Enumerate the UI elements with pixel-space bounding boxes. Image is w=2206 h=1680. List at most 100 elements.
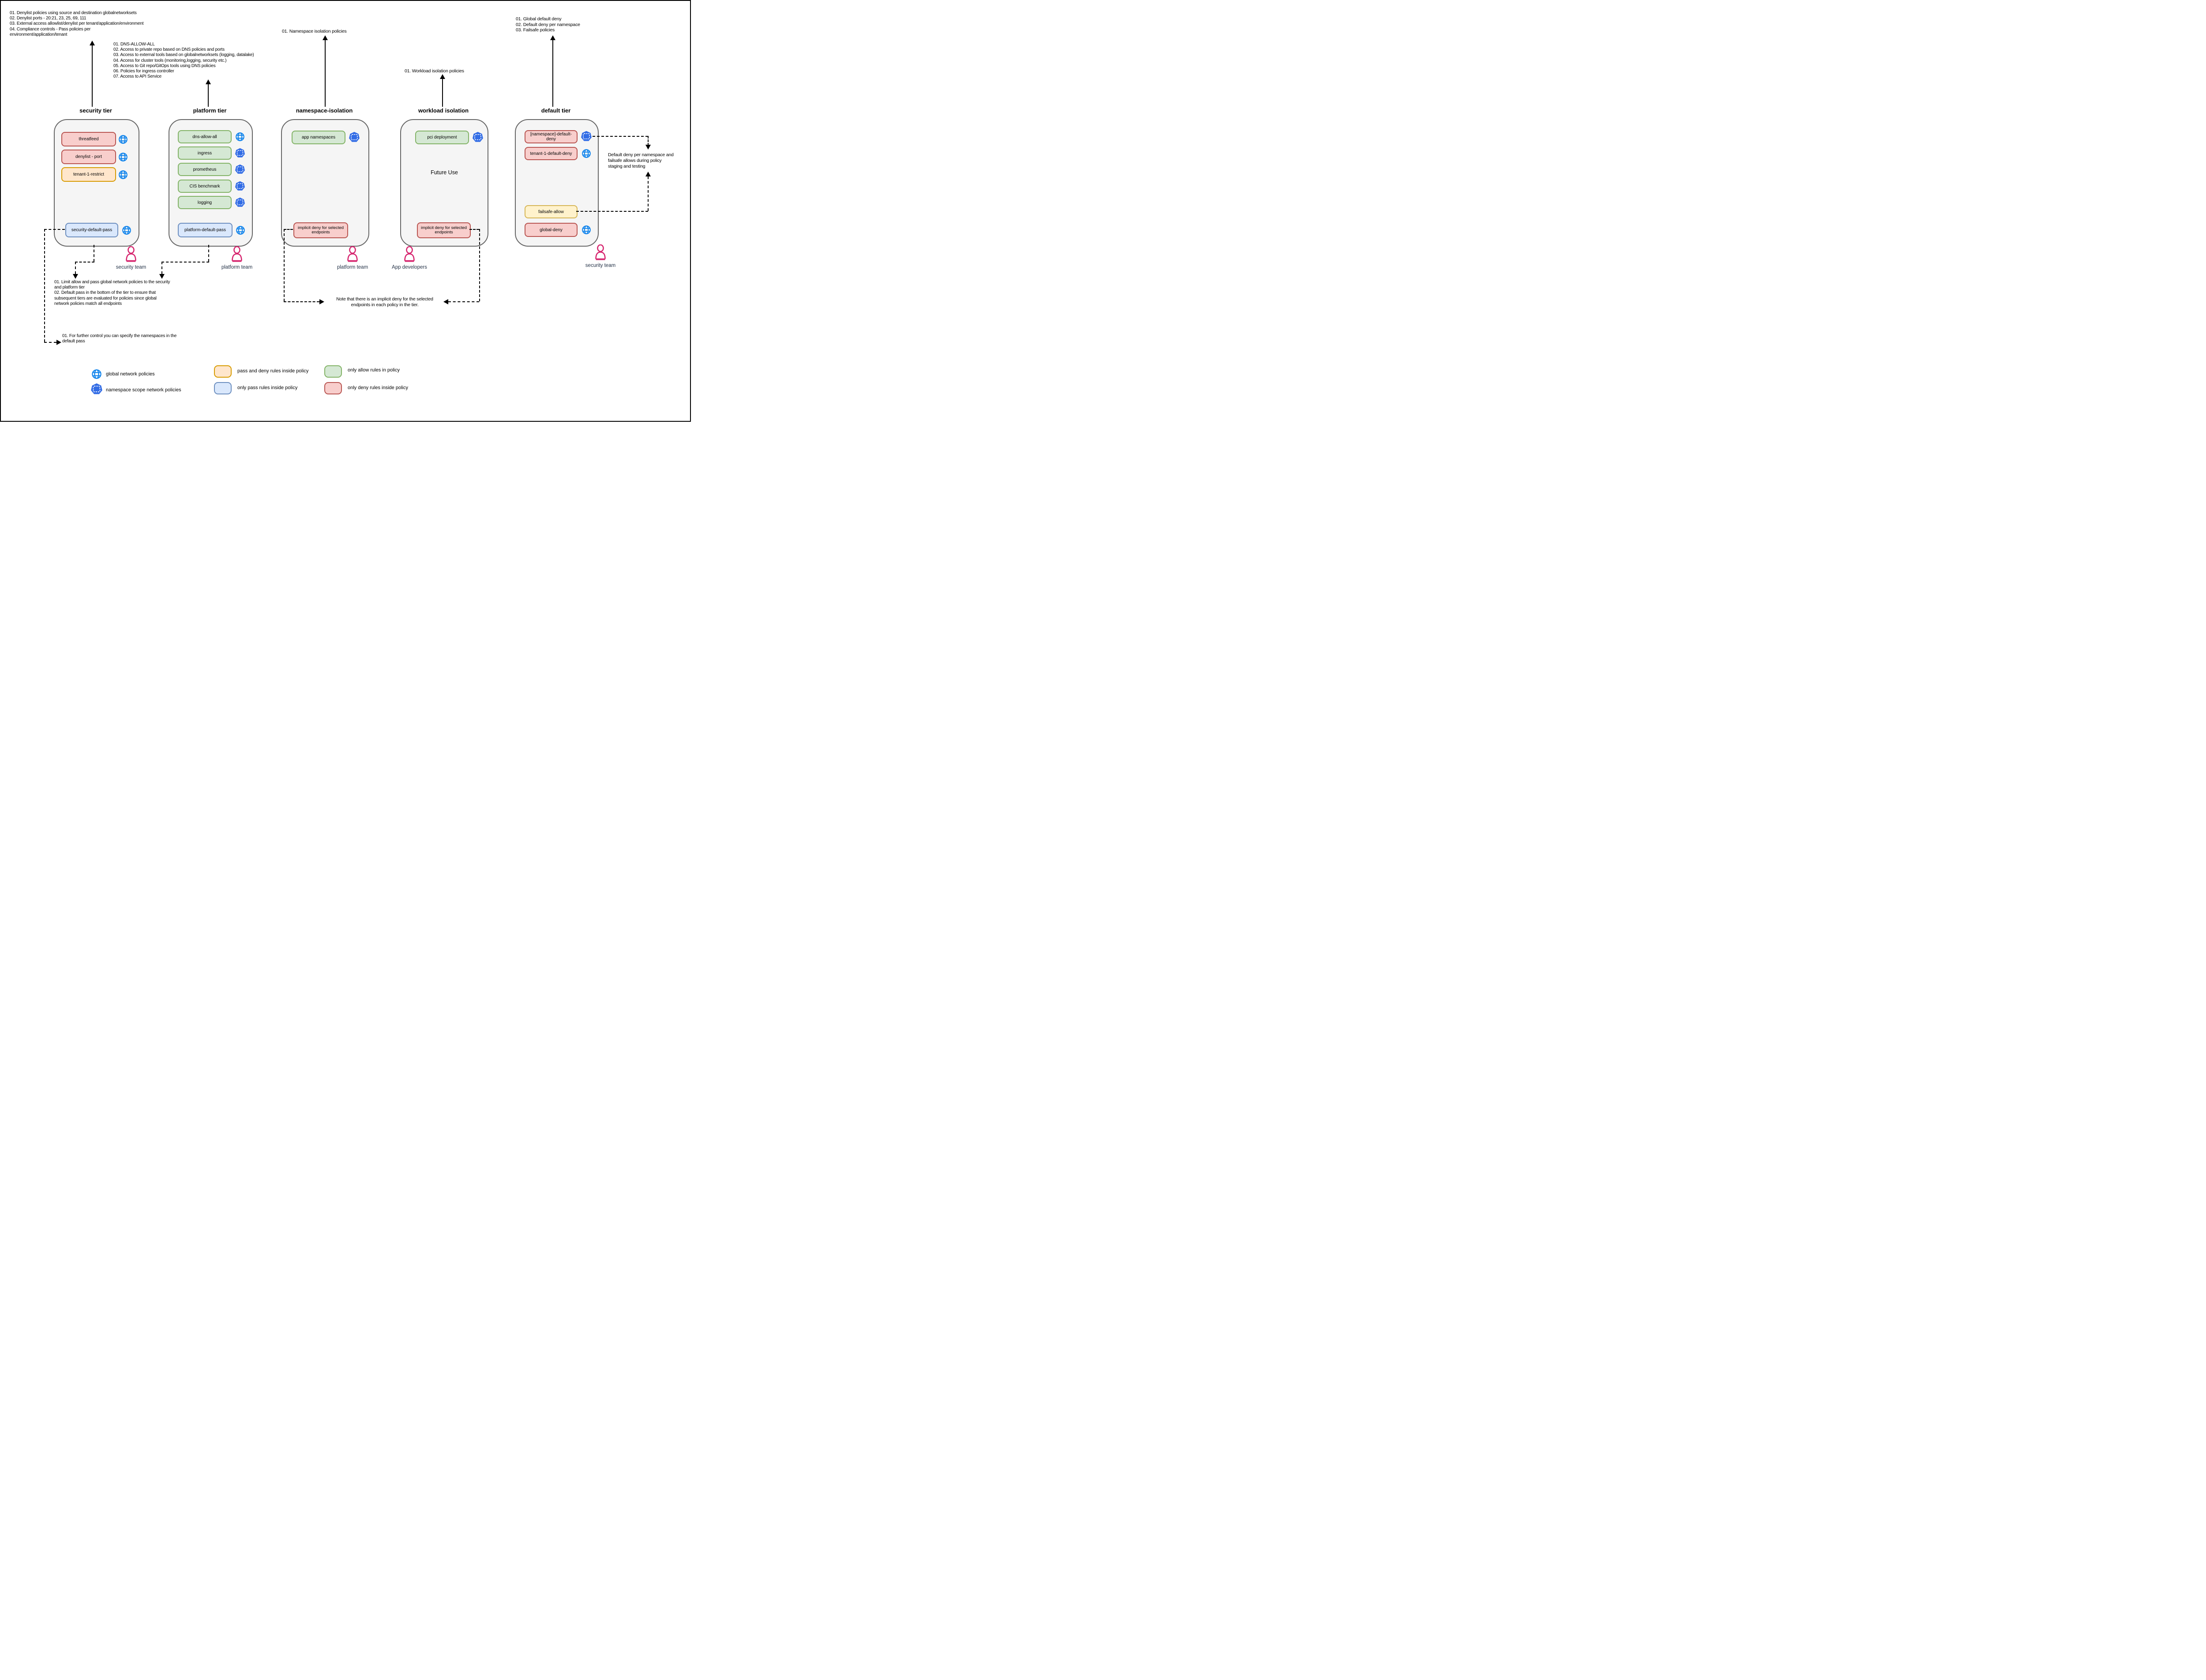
dashed-connector (284, 301, 319, 302)
dashed-connector (75, 262, 76, 274)
security-tier-box: threatfeed denylist - port tenant-1-rest… (54, 119, 139, 247)
person-icon (346, 246, 359, 262)
namespace-policy-icon (581, 131, 592, 142)
policy-failsafe-allow: failsafe-allow (525, 205, 578, 218)
namespace-policy-icon (349, 131, 360, 143)
note-line: default pass (62, 339, 85, 344)
workload-tier-title: workload isolation (418, 107, 469, 114)
dashed-arrowhead (319, 299, 324, 304)
security-arrow-line (92, 45, 93, 107)
global-network-policy-icon (582, 149, 591, 158)
note-line: 02. Default deny per namespace (516, 22, 580, 27)
note-line: 03. Failsafe policies (516, 27, 555, 33)
note-line: 07. Access to API Service (113, 74, 161, 79)
note-line: 01. For further control you can specify … (62, 334, 177, 338)
namespace-policy-icon (90, 383, 103, 395)
further-control-note: 01. For further control you can specify … (62, 334, 176, 344)
namespace-isolation-note: 01. Namespace isolation policies (282, 29, 347, 34)
default-tier-notes: 01. Global default deny 02. Default deny… (516, 16, 580, 33)
note-line: staging and testing (608, 164, 645, 169)
dashed-connector (448, 301, 479, 302)
diagram-canvas: 01. Denylist policies using source and d… (0, 0, 691, 422)
platform-tier-box: dns-allow-all ingress prometheus CIS ben… (169, 119, 253, 247)
note-line: 06. Policies for ingress controller (113, 69, 174, 74)
dashed-arrowhead (443, 299, 448, 304)
note-line: environment/application/tenant (10, 32, 68, 37)
policy-implicit-deny-ns: implicit deny for selected endpoints (293, 222, 348, 238)
note-line: 05. Access to Git repo/GitOps tools usin… (113, 63, 216, 68)
policy-namespace-default-deny: [namespace]-default-deny (525, 130, 578, 143)
namespace-policy-icon (235, 164, 245, 175)
policy-security-default-pass: security-default-pass (65, 223, 118, 237)
note-line: endpoints in each policy in the tier. (351, 302, 419, 308)
global-network-policy-icon (582, 225, 591, 235)
policy-threatfeed: threatfeed (61, 132, 116, 146)
global-network-policy-icon (118, 135, 128, 144)
person-icon (125, 246, 137, 262)
policy-implicit-deny-wl: implicit deny for selected endpoints (417, 222, 471, 238)
dashed-connector (208, 245, 209, 262)
dashed-connector (469, 229, 479, 230)
note-line: 01. DNS-ALLOW-ALL (113, 42, 155, 47)
dashed-connector (284, 229, 285, 301)
note-line: 02. Access to private repo based on DNS … (113, 47, 225, 52)
dashed-connector (284, 229, 293, 230)
legend-red-swatch (324, 382, 342, 394)
note-line: 01. Namespace isolation policies (282, 29, 347, 34)
note-line: failsafe allows during policy (608, 158, 662, 163)
implicit-deny-note: Note that there is an implicit deny for … (326, 296, 443, 308)
policy-denylist-port: denylist - port (61, 150, 116, 164)
policy-logging: logging (178, 196, 232, 209)
namespace-policy-icon (235, 148, 245, 158)
namespace-arrow-line (325, 40, 326, 107)
global-network-policy-icon (118, 152, 128, 162)
platform-arrow-line (208, 84, 209, 107)
note-line: 04. Compliance controls - Pass policies … (10, 26, 91, 32)
note-line: 03. Access to external tools based on gl… (113, 52, 254, 58)
security-arrowhead (90, 41, 95, 45)
note-line: 01. Denylist policies using source and d… (10, 11, 137, 15)
note-line: and platform tier (54, 285, 85, 290)
legend-pass-deny: pass and deny rules inside policy (237, 368, 309, 374)
security-tier-title: security tier (79, 107, 112, 114)
dashed-connector (593, 136, 648, 137)
dashed-arrowhead (645, 145, 651, 150)
person-icon (231, 246, 243, 262)
legend-global-policies: global network policies (106, 371, 155, 377)
note-line: subsequent tiers are evaluated for polic… (54, 296, 157, 301)
team-label-platform-1: platform team (221, 265, 253, 270)
workload-tier-box: pci deployment Future Use implicit deny … (400, 119, 488, 247)
policy-pci-deployment: pci deployment (415, 131, 469, 144)
staging-note: Default deny per namespace and failsafe … (608, 152, 674, 169)
policy-app-namespaces: app namespaces (292, 131, 345, 144)
team-label-security-2: security team (585, 263, 616, 268)
security-tier-notes: 01. Denylist policies using source and d… (10, 11, 144, 38)
note-line: 01. Workload isolation policies (405, 68, 464, 74)
global-network-policy-icon (91, 369, 102, 379)
policy-platform-default-pass: platform-default-pass (178, 223, 233, 237)
legend-only-pass: only pass rules inside policy (237, 385, 298, 390)
dashed-connector (161, 262, 162, 274)
default-arrow-line (552, 40, 553, 107)
person-icon (403, 246, 416, 262)
person-icon (594, 244, 607, 260)
global-network-policy-icon (122, 225, 131, 235)
workload-isolation-note: 01. Workload isolation policies (405, 68, 464, 74)
team-label-security-1: security team (116, 265, 146, 270)
note-line: 01. Limit allow and pass global network … (54, 280, 170, 285)
policy-tenant-1-default-deny: tenant-1-default-deny (525, 147, 578, 160)
pass-limits-note: 01. Limit allow and pass global network … (54, 280, 170, 307)
note-line: 03. External access allowlist/denylist p… (10, 21, 144, 26)
workload-arrow-line (442, 79, 443, 107)
platform-tier-title: platform tier (193, 107, 227, 114)
policy-ingress: ingress (178, 146, 232, 160)
policy-dns-allow-all: dns-allow-all (178, 130, 232, 143)
dashed-connector (648, 176, 649, 211)
team-label-app-developers: App developers (392, 265, 427, 270)
dashed-connector (44, 229, 65, 230)
dashed-connector (44, 342, 56, 343)
platform-tier-notes: 01. DNS-ALLOW-ALL 02. Access to private … (113, 42, 254, 79)
default-tier-box: [namespace]-default-deny tenant-1-defaul… (515, 119, 599, 247)
legend-orange-swatch (214, 365, 232, 378)
workload-arrowhead (440, 74, 445, 79)
